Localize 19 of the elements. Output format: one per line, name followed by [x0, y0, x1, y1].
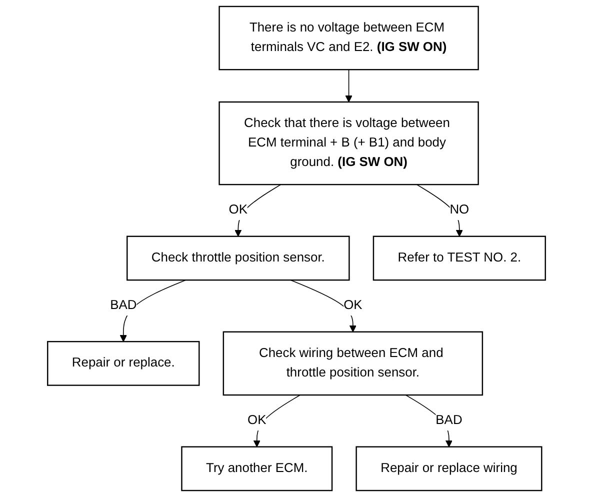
arrow — [345, 69, 352, 102]
node-box: Check that there is voltage between ECM terminal + B (+ B1) and body ground. (IG SW ON) — [218, 101, 479, 186]
edge-label: OK — [248, 414, 266, 428]
edge-label: NO — [450, 203, 470, 217]
node-box: Check throttle position sensor. — [126, 236, 350, 281]
node-box: Check wiring between ECM and throttle position sensor. — [222, 331, 484, 396]
node-box: Try another ECM. — [181, 446, 333, 492]
arrow — [234, 184, 282, 237]
node-box: Repair or replace wiring — [356, 446, 542, 492]
arrow — [416, 184, 463, 237]
node-box: Repair or replace. — [47, 340, 200, 386]
node-box: Refer to TEST NO. 2. — [372, 236, 546, 281]
arrow — [290, 280, 356, 332]
edge-label: BAD — [436, 414, 462, 428]
edge-label: BAD — [110, 298, 137, 312]
edge-label: OK — [344, 298, 362, 312]
arrow — [253, 394, 301, 448]
edge-label: OK — [228, 203, 248, 217]
node-box: There is no voltage between ECM terminals VC and E2. (IG SW ON) — [218, 6, 479, 70]
